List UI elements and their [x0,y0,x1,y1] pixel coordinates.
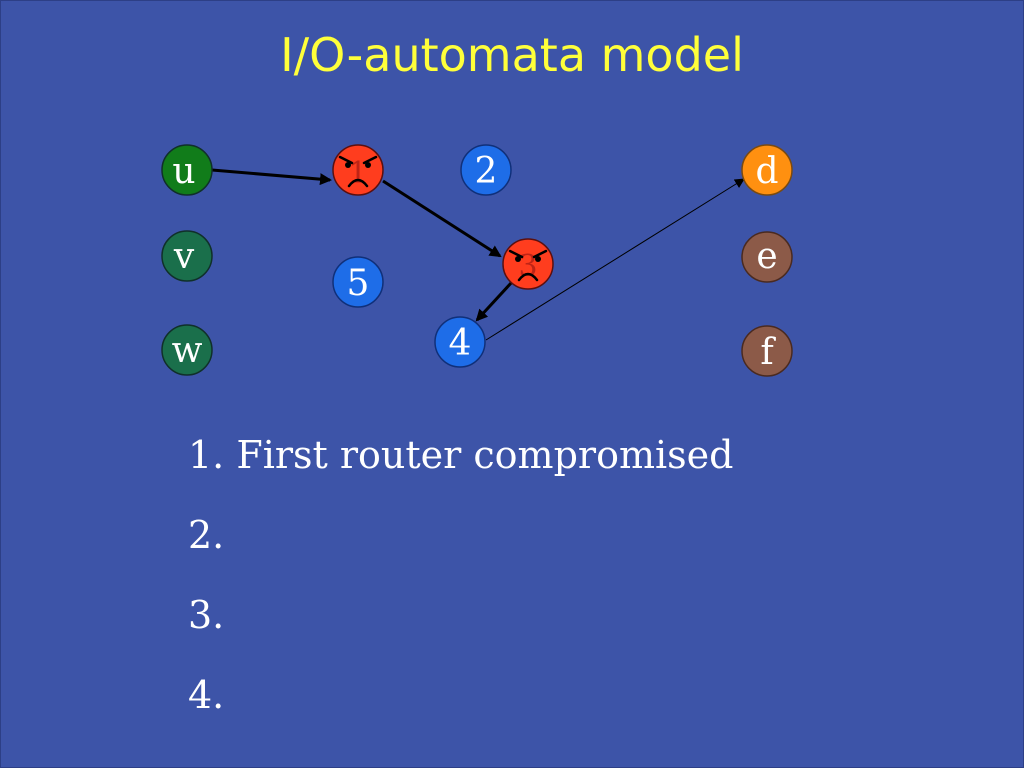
node-3-circle [502,238,554,290]
node-u: u [161,144,213,196]
node-1-compromised: 1 [332,144,384,196]
edge-1-to-3 [382,179,502,258]
list-item: 4. [188,673,225,717]
node-4-circle [434,316,486,368]
edge-u-to-1 [211,168,332,186]
node-e: e [741,231,793,283]
node-2-label: 2 [475,151,498,192]
node-3-compromised: 3 [502,238,554,290]
node-w-label: w [172,330,203,371]
node-w: w [161,324,213,376]
list-item: 2. [188,513,225,557]
angry-face-icon [338,155,378,188]
node-v-label: v [173,236,195,277]
list-item: 1. First router compromised [188,433,734,477]
node-f: f [741,325,793,377]
list-item: 3. [188,593,225,637]
node-e-circle [741,231,793,283]
numbered-list: 1. First router compromised 2. 3. 4. [188,436,733,756]
node-1-label: 1 [348,156,367,191]
node-2-circle [460,144,512,196]
node-e-label: e [756,236,777,277]
node-v-circle [161,230,213,282]
node-4-label: 4 [449,323,472,364]
node-4: 4 [434,316,486,368]
node-1-circle [332,144,384,196]
node-5-circle [332,256,384,308]
node-f-circle [741,325,793,377]
edge-4-to-d [485,178,745,341]
node-5: 5 [332,256,384,308]
node-d-circle [741,144,793,196]
node-2: 2 [460,144,512,196]
node-u-label: u [172,151,195,192]
node-u-circle [161,144,213,196]
node-f-label: f [760,332,776,373]
node-v: v [161,230,213,282]
network-diagram: u v w 1 2 3 [161,144,793,377]
slide-title: I/O-automata model [280,28,744,82]
node-d-label: d [755,151,778,192]
edge-3-to-4 [475,280,514,322]
node-d: d [741,144,793,196]
node-5-label: 5 [347,263,370,304]
angry-face-icon [508,249,548,282]
node-w-circle [161,324,213,376]
